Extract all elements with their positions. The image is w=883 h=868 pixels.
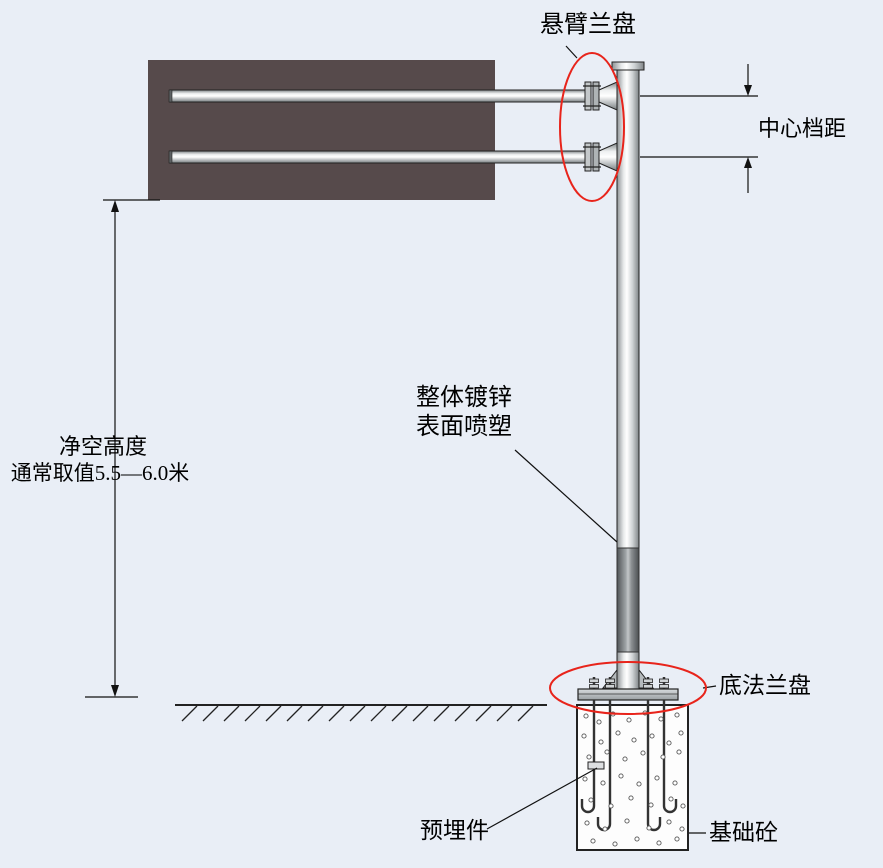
label-arm-flange: 悬臂兰盘: [540, 12, 636, 38]
pole-top-cap: [611, 61, 645, 71]
ground-hatching: [181, 705, 534, 722]
highlight-ellipse-arm-flange: [559, 52, 625, 202]
leader-embedded-part: [486, 767, 598, 830]
anchor-bolts: [580, 700, 678, 832]
label-center-spacing: 中心档距: [758, 116, 847, 141]
pole-dark-band: [616, 547, 640, 653]
label-clearance-line2: 通常取值5.5—6.0米: [10, 461, 190, 485]
label-embedded-part: 预埋件: [420, 818, 489, 843]
dimension-center-spacing: [640, 64, 758, 193]
label-coating-line1: 整体镀锌: [416, 385, 512, 411]
foundation-block: [576, 704, 689, 851]
label-coating-line2: 表面喷塑: [416, 414, 512, 440]
sign-board: [148, 60, 495, 200]
dimension-arrow-top: [111, 200, 119, 212]
cantilever-arm-bottom: [168, 142, 618, 172]
label-clearance-line1: 净空高度: [58, 434, 148, 459]
dimension-arrow-up: [744, 157, 752, 168]
highlight-ellipse-base-flange: [549, 661, 707, 715]
dimension-arrow-down: [744, 85, 752, 96]
label-base-flange: 底法兰盘: [719, 673, 811, 698]
dimension-arrow-bottom: [111, 685, 119, 697]
aggregate-dots: [581, 710, 686, 847]
cantilever-arm-top: [168, 81, 618, 111]
base-flange-assembly: [577, 668, 679, 701]
dimension-clearance-height: [85, 199, 160, 698]
leader-coating: [514, 449, 618, 543]
leader-arm-flange: [565, 45, 578, 59]
label-foundation-concrete: 基础砼: [709, 820, 778, 845]
